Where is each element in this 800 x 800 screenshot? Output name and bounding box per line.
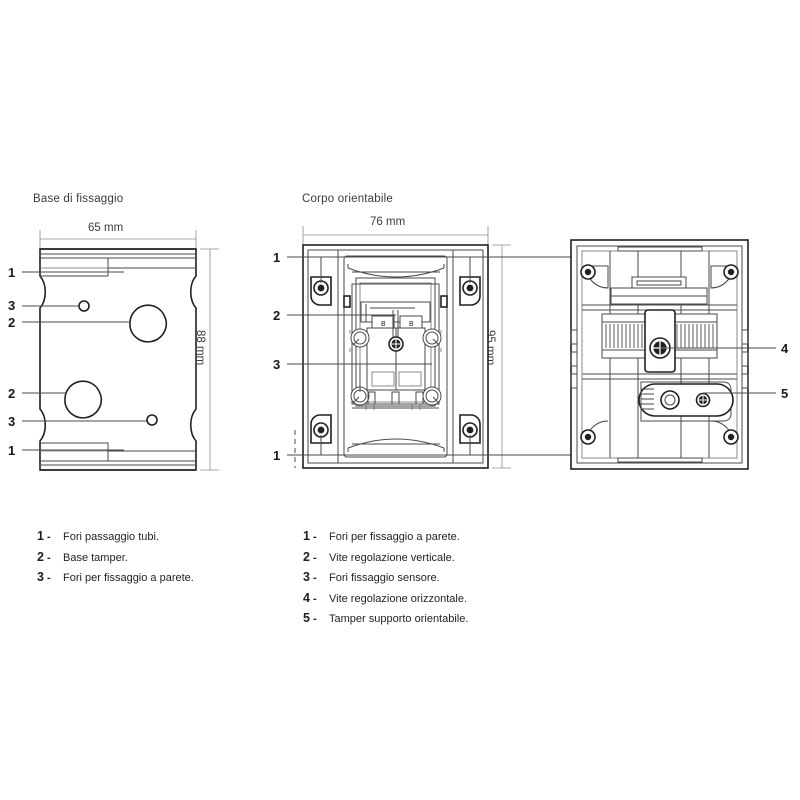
svg-text:B: B: [409, 321, 414, 328]
legend-text: Fori per fissaggio a parete.: [329, 531, 460, 543]
left-knockout-top: [129, 304, 168, 343]
callout-left-1-bottom: 1: [8, 443, 16, 458]
legend-number: 1: [303, 529, 310, 543]
legend-text: Tamper supporto orientabile.: [329, 613, 469, 625]
legend-item: 3 - Fori fissaggio sensore.: [300, 570, 468, 591]
middle-clip-left: [343, 295, 351, 308]
legend-dash: -: [313, 531, 317, 543]
legend-text: Vite regolazione verticale.: [329, 551, 455, 564]
right-tamper-support: [638, 381, 734, 422]
middle-sensor-fix-tl: [350, 328, 370, 348]
left-screw-hole-bottom: [146, 414, 158, 426]
right-upper-module: [610, 276, 708, 305]
legend-item: 5 - Tamper supporto orientabile.: [300, 611, 468, 632]
middle-mount-hole-tl: [310, 276, 332, 306]
middle-width-dimension-label: 76 mm: [370, 216, 406, 228]
legend-number: 3: [303, 570, 310, 584]
middle-diagram-artwork: B B: [287, 226, 613, 469]
legend-dash: -: [313, 613, 317, 625]
middle-lens-bottom: [347, 438, 445, 452]
callout-right-5: 5: [781, 386, 789, 401]
left-width-dimension-label: 65 mm: [88, 222, 124, 234]
legend-number: 5: [303, 611, 310, 625]
middle-mount-hole-tr: [459, 276, 481, 306]
callout-left-2-bottom: 2: [8, 386, 16, 401]
left-width-dimension: [39, 230, 197, 249]
legend-dash: -: [47, 572, 51, 584]
left-knockout-bottom: [64, 380, 103, 419]
middle-lens-top: [347, 264, 445, 278]
callout-middle-3: 3: [273, 357, 281, 372]
callout-left-2-top: 2: [8, 315, 16, 330]
legend-item: 4 - Vite regolazione orizzontale.: [300, 591, 468, 612]
left-diagram-title: Base di fissaggio: [33, 193, 124, 205]
left-diagram-artwork: [22, 230, 219, 471]
legend-item: 2 - Vite regolazione verticale.: [300, 550, 468, 571]
right-boss-bl: [580, 420, 609, 445]
callout-left-3-top: 3: [8, 298, 16, 313]
legend-text: Base tamper.: [63, 551, 128, 564]
legend-text: Fori fissaggio sensore.: [329, 572, 440, 584]
middle-width-dimension: [302, 226, 489, 245]
middle-height-dimension: [492, 244, 511, 469]
middle-diagram-title: Corpo orientabile: [302, 193, 393, 205]
callout-middle-2: 2: [273, 308, 281, 323]
right-boss-tr: [710, 264, 739, 289]
left-height-dimension: [200, 248, 219, 471]
legend-dash: -: [47, 551, 51, 564]
legend-number: 1: [37, 529, 44, 543]
right-horizontal-adjust: [601, 309, 718, 373]
legend-item: 1 - Fori passaggio tubi.: [34, 529, 194, 550]
legend-item: 1 - Fori per fissaggio a parete.: [300, 529, 468, 550]
middle-sensor-fix-br: [422, 386, 442, 406]
legend-item: 2 - Base tamper.: [34, 550, 194, 571]
callout-right-4: 4: [781, 341, 789, 356]
legend-dash: -: [313, 551, 317, 564]
middle-sensor-fix-tr: [422, 328, 442, 348]
svg-text:B: B: [381, 321, 386, 328]
legend-left-diagram: 1 - Fori passaggio tubi. 2 - Base tamper…: [34, 529, 194, 591]
left-base-outline: [39, 248, 197, 471]
legend-text: Fori passaggio tubi.: [63, 531, 159, 543]
legend-dash: -: [47, 531, 51, 543]
legend-item: 3 - Fori per fissaggio a parete.: [34, 570, 194, 591]
callout-middle-1-bottom: 1: [273, 448, 281, 463]
legend-number: 2: [303, 549, 310, 564]
middle-bottom-tabs: [352, 391, 439, 410]
legend-dash: -: [313, 572, 317, 584]
legend-number: 2: [37, 549, 44, 564]
legend-middle-diagram: 1 - Fori per fissaggio a parete. 2 - Vit…: [300, 529, 468, 632]
legend-number: 4: [303, 590, 310, 605]
right-boss-tl: [580, 264, 609, 289]
middle-clip-right: [440, 295, 448, 308]
legend-text: Vite regolazione orizzontale.: [329, 592, 467, 605]
legend-dash: -: [313, 592, 317, 605]
left-screw-hole-top: [78, 300, 90, 312]
callout-middle-1-top: 1: [273, 250, 281, 265]
legend-number: 3: [37, 570, 44, 584]
callout-left-3-bottom: 3: [8, 414, 16, 429]
callout-left-1-top: 1: [8, 265, 16, 280]
middle-vertical-adjust-screw: [388, 310, 404, 352]
right-diagram-artwork: [570, 239, 776, 470]
legend-text: Fori per fissaggio a parete.: [63, 572, 194, 584]
